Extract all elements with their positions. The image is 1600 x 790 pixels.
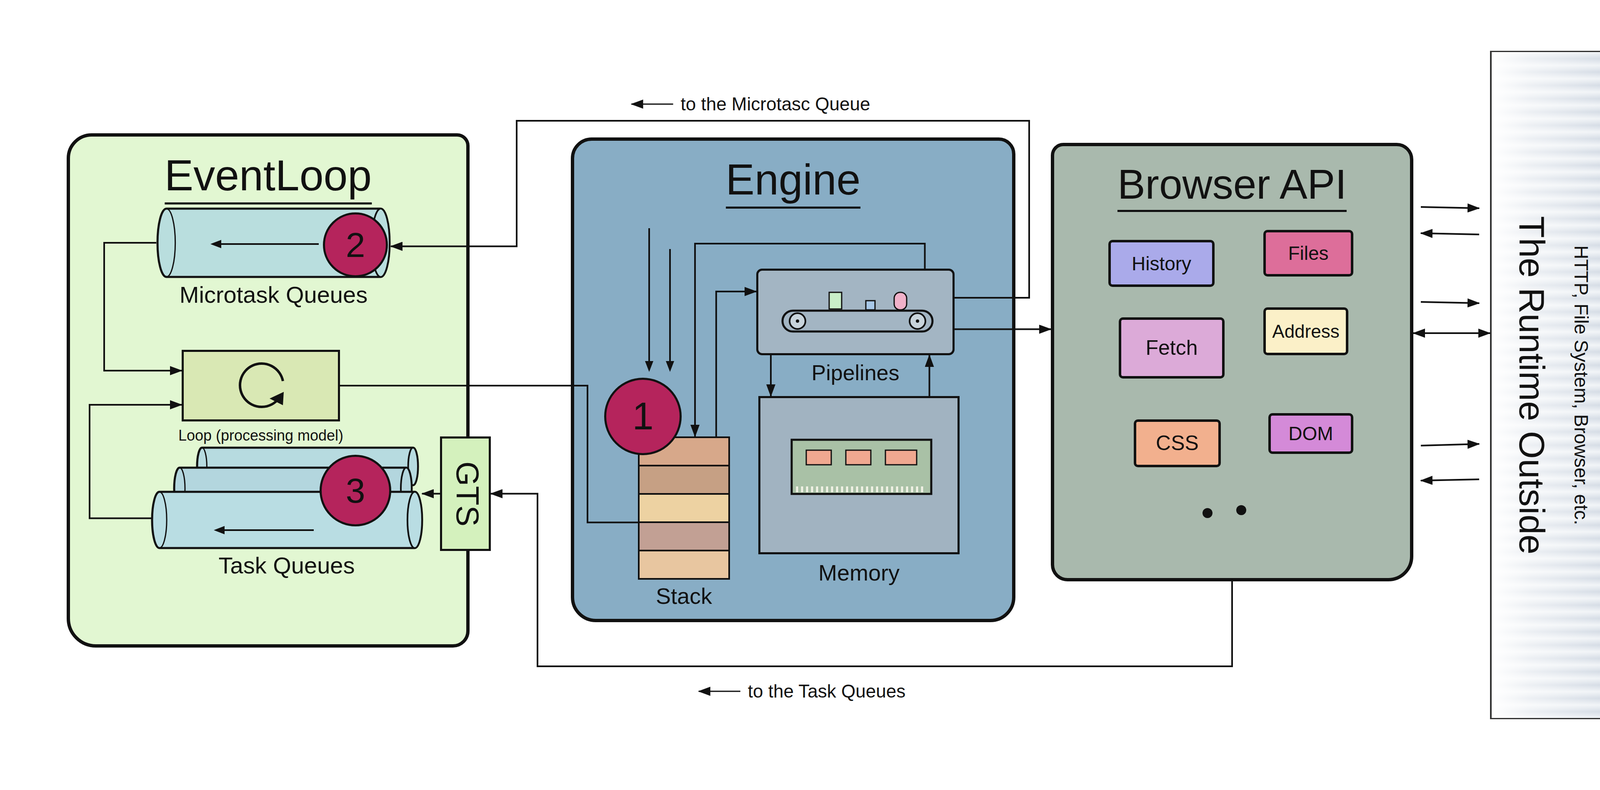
node-text: 1 [632,394,654,439]
panel-title: Engine [725,155,861,209]
connector [928,355,931,397]
connector [422,493,440,495]
api-box: History [1108,240,1215,288]
connector [390,120,1030,298]
illustration [183,352,343,424]
runtime-outside-band: The Runtime Outside HTTP, File System, Br… [1490,50,1600,720]
illustration [637,436,730,580]
connector [954,328,1051,331]
callout-circle: 1 [604,377,682,456]
callout-circle: 3 [319,455,392,527]
node-text: Address [1272,320,1340,343]
event-loop-panel: EventLoopMicrotask Queues2Loop (processi… [66,133,470,648]
connector [716,291,757,437]
gts-box: GTS [440,436,491,552]
direction-hint [631,103,674,105]
api-box: DOM [1268,413,1354,455]
node-text: The Runtime Outside [1511,215,1553,555]
edge-label: to the Task Queues [744,680,909,704]
pipelines-box: Pipelines [756,268,955,356]
microtask-queue-cylinder: Microtask Queues2 [156,207,391,279]
edge-label: to the Microtasc Queue [677,92,874,116]
node-text: GTS [449,461,486,527]
connector [104,242,182,371]
node-text: CSS [1155,431,1199,456]
node-text: DOM [1288,422,1333,445]
api-box: Address [1263,307,1349,356]
connector [89,405,182,519]
connector [490,494,1233,668]
connector [695,243,925,437]
panel-title: EventLoop [164,150,372,205]
engine-panel: EngineStack1PipelinesMemory [570,137,1016,623]
shape-label: Microtask Queues [179,281,368,309]
illustration [758,270,957,358]
task-queue-cylinders: Task Queues3 [151,447,423,550]
direction-hint [698,691,741,693]
memory-box: Memory [758,396,960,555]
node-text: Fetch [1145,336,1198,361]
node-text: 3 [345,470,366,512]
node-text: HTTP, File System, Browser, etc. [1570,245,1593,525]
loop-box: Loop (processing model) [181,350,340,422]
outside-arrows [1420,207,1480,481]
node-text: Files [1287,242,1329,265]
api-box: Files [1263,230,1354,277]
shape-label: Task Queues [218,552,355,580]
callout-circle: 2 [322,212,388,278]
browser-api-panel: Browser API History FilesFetch AddressCSS DO… [1050,142,1414,582]
shape-label: Stack [655,583,713,610]
illustration [760,398,962,557]
connector [770,355,772,397]
api-box: CSS [1133,419,1221,468]
connector [340,385,638,523]
connector [1413,332,1490,335]
shape-label: Pipelines [811,360,900,386]
node-text: History [1131,252,1192,275]
shape-label: Memory [818,560,900,586]
stack: Stack1 [637,436,730,580]
api-box: Fetch [1118,317,1225,379]
panel-title: Browser API [1117,160,1347,213]
node-text: 2 [345,225,366,266]
shape-label: Loop (processing model) [178,427,344,445]
